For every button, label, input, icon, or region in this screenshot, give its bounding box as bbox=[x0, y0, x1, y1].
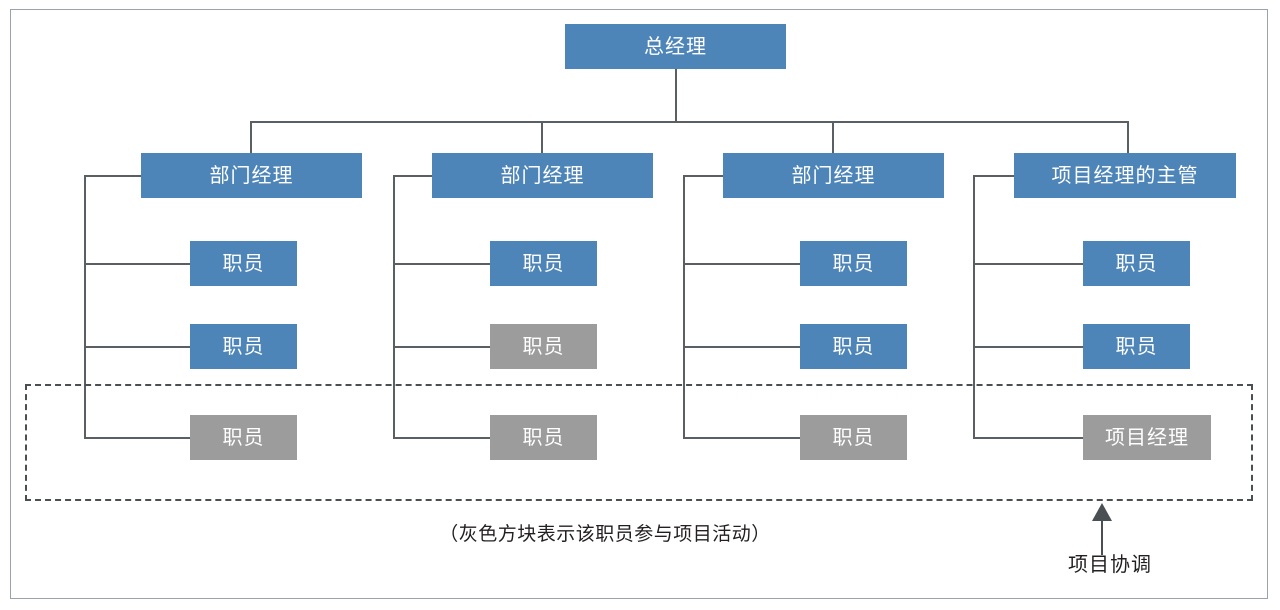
node-label: 总经理 bbox=[644, 35, 707, 58]
connector-branch-col4-child1 bbox=[973, 263, 1084, 265]
connector-trunk-col4 bbox=[973, 175, 975, 438]
node-col2-staff-3[interactable]: 职员 bbox=[490, 415, 597, 460]
node-label: 部门经理 bbox=[209, 164, 294, 187]
node-label: 项目经理的主管 bbox=[1051, 164, 1199, 187]
connector-root-stem bbox=[675, 69, 677, 122]
node-col1-staff-2[interactable]: 职员 bbox=[190, 324, 297, 369]
node-label: 职员 bbox=[1115, 252, 1158, 275]
node-department-manager-1[interactable]: 部门经理 bbox=[141, 153, 362, 198]
node-label: 职员 bbox=[222, 426, 265, 449]
page-border bbox=[10, 9, 1268, 599]
connector-branch-col4-head bbox=[973, 175, 1015, 177]
connector-trunk-col1 bbox=[84, 175, 86, 438]
legend-caption: （灰色方块表示该职员参与项目活动） bbox=[0, 519, 1280, 546]
connector-branch-col3-child3 bbox=[683, 437, 801, 439]
node-label: 职员 bbox=[522, 426, 565, 449]
node-label: 部门经理 bbox=[500, 164, 585, 187]
node-label: 项目经理 bbox=[1105, 426, 1189, 449]
arrow-up-icon bbox=[1092, 503, 1112, 521]
node-label: 职员 bbox=[522, 252, 565, 275]
connector-branch-col3-head bbox=[683, 175, 724, 177]
connector-branch-col1-head bbox=[84, 175, 142, 177]
node-col3-staff-3[interactable]: 职员 bbox=[800, 415, 907, 460]
node-label: 职员 bbox=[522, 335, 565, 358]
node-col1-staff-1[interactable]: 职员 bbox=[190, 241, 297, 286]
arrow-shaft bbox=[1101, 519, 1103, 555]
node-department-manager-3[interactable]: 部门经理 bbox=[723, 153, 944, 198]
connector-bus-drop-col2 bbox=[541, 121, 543, 154]
node-label: 职员 bbox=[832, 426, 875, 449]
connector-branch-col2-child3 bbox=[393, 437, 491, 439]
node-label: 职员 bbox=[832, 335, 875, 358]
connector-branch-col2-child2 bbox=[393, 346, 491, 348]
node-col3-staff-2[interactable]: 职员 bbox=[800, 324, 907, 369]
node-general-manager[interactable]: 总经理 bbox=[565, 24, 786, 69]
node-project-manager-supervisor[interactable]: 项目经理的主管 bbox=[1014, 153, 1236, 198]
connector-branch-col4-child2 bbox=[973, 346, 1084, 348]
node-col4-project-manager[interactable]: 项目经理 bbox=[1083, 415, 1211, 460]
node-col3-staff-1[interactable]: 职员 bbox=[800, 241, 907, 286]
connector-trunk-col3 bbox=[683, 175, 685, 438]
node-label: 部门经理 bbox=[791, 164, 876, 187]
node-col4-staff-2[interactable]: 职员 bbox=[1083, 324, 1190, 369]
connector-branch-col1-child2 bbox=[84, 346, 191, 348]
annotation-project-coordination: 项目协调 bbox=[1068, 554, 1152, 576]
connector-bus-drop-col3 bbox=[832, 121, 834, 154]
node-col2-staff-1[interactable]: 职员 bbox=[490, 241, 597, 286]
project-coordination-zone bbox=[25, 384, 1253, 501]
connector-bus-drop-col1 bbox=[250, 121, 252, 154]
node-label: 职员 bbox=[832, 252, 875, 275]
node-col2-staff-2[interactable]: 职员 bbox=[490, 324, 597, 369]
connector-branch-col4-child3 bbox=[973, 437, 1084, 439]
connector-root-bus bbox=[250, 121, 1129, 123]
node-col4-staff-1[interactable]: 职员 bbox=[1083, 241, 1190, 286]
node-label: 职员 bbox=[1115, 335, 1158, 358]
connector-branch-col3-child1 bbox=[683, 263, 801, 265]
connector-branch-col1-child1 bbox=[84, 263, 191, 265]
connector-branch-col2-child1 bbox=[393, 263, 491, 265]
node-department-manager-2[interactable]: 部门经理 bbox=[432, 153, 653, 198]
node-label: 职员 bbox=[222, 335, 265, 358]
connector-branch-col1-child3 bbox=[84, 437, 191, 439]
connector-trunk-col2 bbox=[393, 175, 395, 438]
connector-branch-col3-child2 bbox=[683, 346, 801, 348]
node-col1-staff-3[interactable]: 职员 bbox=[190, 415, 297, 460]
connector-bus-drop-col4 bbox=[1127, 121, 1129, 154]
legend-caption-text: （灰色方块表示该职员参与项目活动） bbox=[439, 524, 771, 545]
connector-branch-col2-head bbox=[393, 175, 433, 177]
node-label: 职员 bbox=[222, 252, 265, 275]
